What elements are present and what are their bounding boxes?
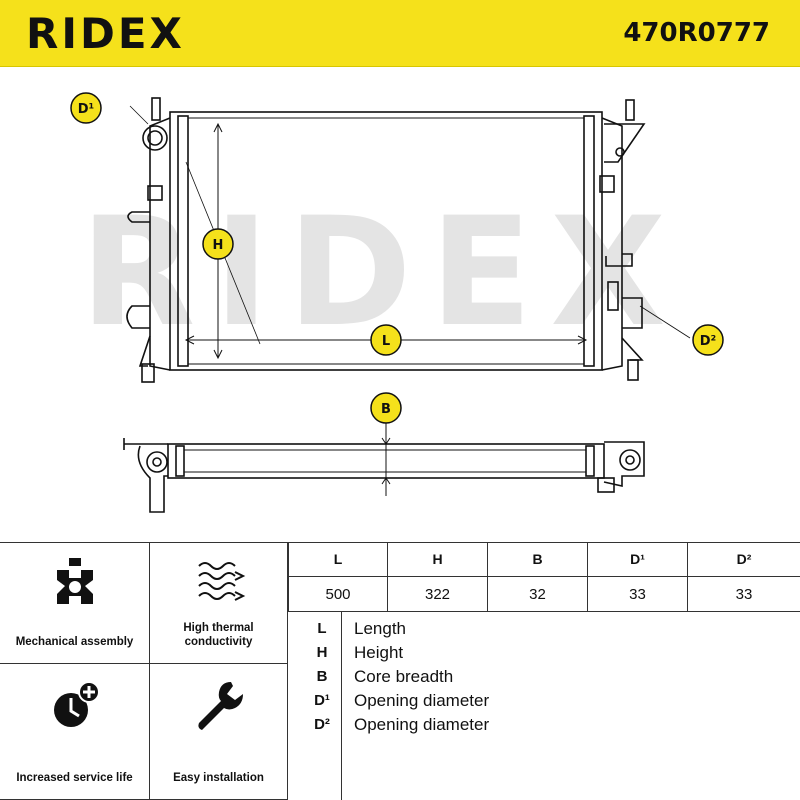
dim-header-d2: D²: [688, 542, 800, 577]
front-view: [126, 97, 691, 383]
dimension-legend: L Length H Height B Core breadth D¹ Open…: [288, 612, 800, 800]
feature-high-thermal-conductivity: High thermal conductivity: [150, 542, 288, 664]
dim-header-l: L: [288, 542, 388, 577]
legend-key: D²: [314, 716, 330, 733]
legend-text: Core breadth: [354, 667, 454, 686]
radiator-drawing: RIDEX: [70, 92, 724, 513]
tag-d2: D²: [692, 324, 724, 356]
legend-key: B: [316, 668, 328, 685]
tag-l: L: [370, 324, 402, 356]
feature-label: High thermal conductivity: [183, 622, 254, 648]
brand-logo: RIDEX: [26, 9, 185, 58]
legend-text: Length: [354, 619, 406, 638]
legend-text: Height: [354, 643, 404, 662]
dim-value-d2: 33: [688, 577, 800, 612]
tag-l-label: L: [382, 334, 390, 349]
tag-b-label: B: [381, 402, 391, 417]
dim-value-h: 322: [388, 577, 488, 612]
legend-key: L: [317, 620, 327, 637]
feature-grid: Mechanical assembly High thermal conduct…: [0, 542, 800, 800]
bottom-view: [123, 422, 645, 513]
feature-easy-installation: Easy installation: [150, 664, 288, 800]
dim-header-d1: D¹: [588, 542, 688, 577]
legend-key: D¹: [314, 692, 330, 709]
tag-d1: D¹: [70, 92, 102, 124]
feature-label: Mechanical assembly: [15, 636, 134, 648]
gear-wrench-icon: [56, 558, 93, 604]
tag-b: B: [370, 392, 402, 424]
legend-key: H: [316, 644, 328, 661]
tag-h: H: [202, 228, 234, 260]
legend-divider: [341, 612, 342, 800]
dim-header-h: H: [388, 542, 488, 577]
feature-mechanical-assembly: Mechanical assembly: [0, 542, 150, 664]
legend-text: Opening diameter: [354, 691, 490, 710]
header-bar: RIDEX 470R0777: [0, 0, 800, 67]
dim-value-b: 32: [488, 577, 588, 612]
legend-text: Opening diameter: [354, 715, 490, 734]
wrench-icon: [197, 682, 243, 730]
dim-header-b: B: [488, 542, 588, 577]
feature-label: Easy installation: [173, 772, 264, 784]
dim-value-l: 500: [288, 577, 388, 612]
feature-label: Increased service life: [16, 772, 133, 784]
heat-waves-icon: [197, 562, 245, 601]
tag-d2-label: D²: [700, 334, 717, 349]
dim-value-d1: 33: [588, 577, 688, 612]
tag-d1-label: D¹: [78, 102, 95, 117]
clock-plus-icon: [53, 681, 100, 727]
part-number: 470R0777: [623, 18, 770, 48]
feature-increased-service-life: Increased service life: [0, 664, 150, 800]
tag-h-label: H: [213, 238, 224, 253]
